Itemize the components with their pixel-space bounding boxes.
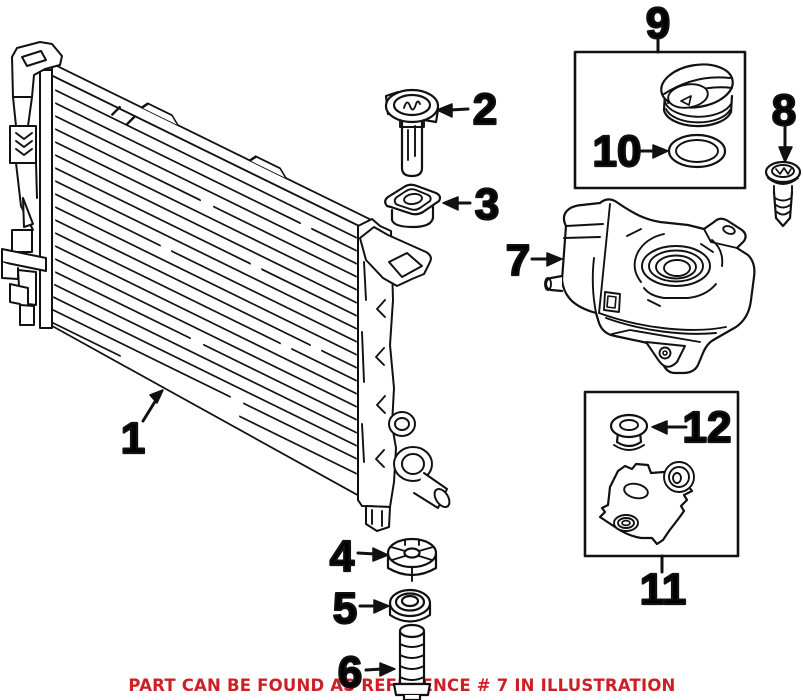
callout-7: 7 [506,236,530,285]
screw-illustration [764,160,802,228]
callout-9: 9 [646,0,670,48]
callout-12: 12 [683,403,732,452]
callout-2: 2 [473,85,497,134]
callout-6: 6 [338,648,362,697]
radiator-illustration [1,41,451,532]
cap-illustration [660,63,734,128]
bracket-illustration [598,461,695,546]
sensor-illustration [384,88,440,178]
grommet-illustration [388,588,432,623]
callout-10: 10 [593,127,642,176]
callout-8: 8 [772,86,796,135]
stud-illustration [392,623,432,700]
callout-11: 11 [640,565,687,614]
callout-3: 3 [475,180,499,229]
seal-ring-illustration [667,133,727,169]
mount-illustration [384,183,442,229]
callout-arrows [141,38,793,677]
callout-4: 4 [330,532,355,581]
bushing-illustration [386,537,438,582]
cap-kit-box [573,50,747,190]
callout-1: 1 [121,414,145,463]
reservoir-illustration [544,198,756,375]
callout-labels: 1 2 3 4 5 6 7 8 9 10 11 12 [120,0,798,698]
callout-5: 5 [333,584,357,633]
bracket-grommet-illustration [609,413,649,451]
